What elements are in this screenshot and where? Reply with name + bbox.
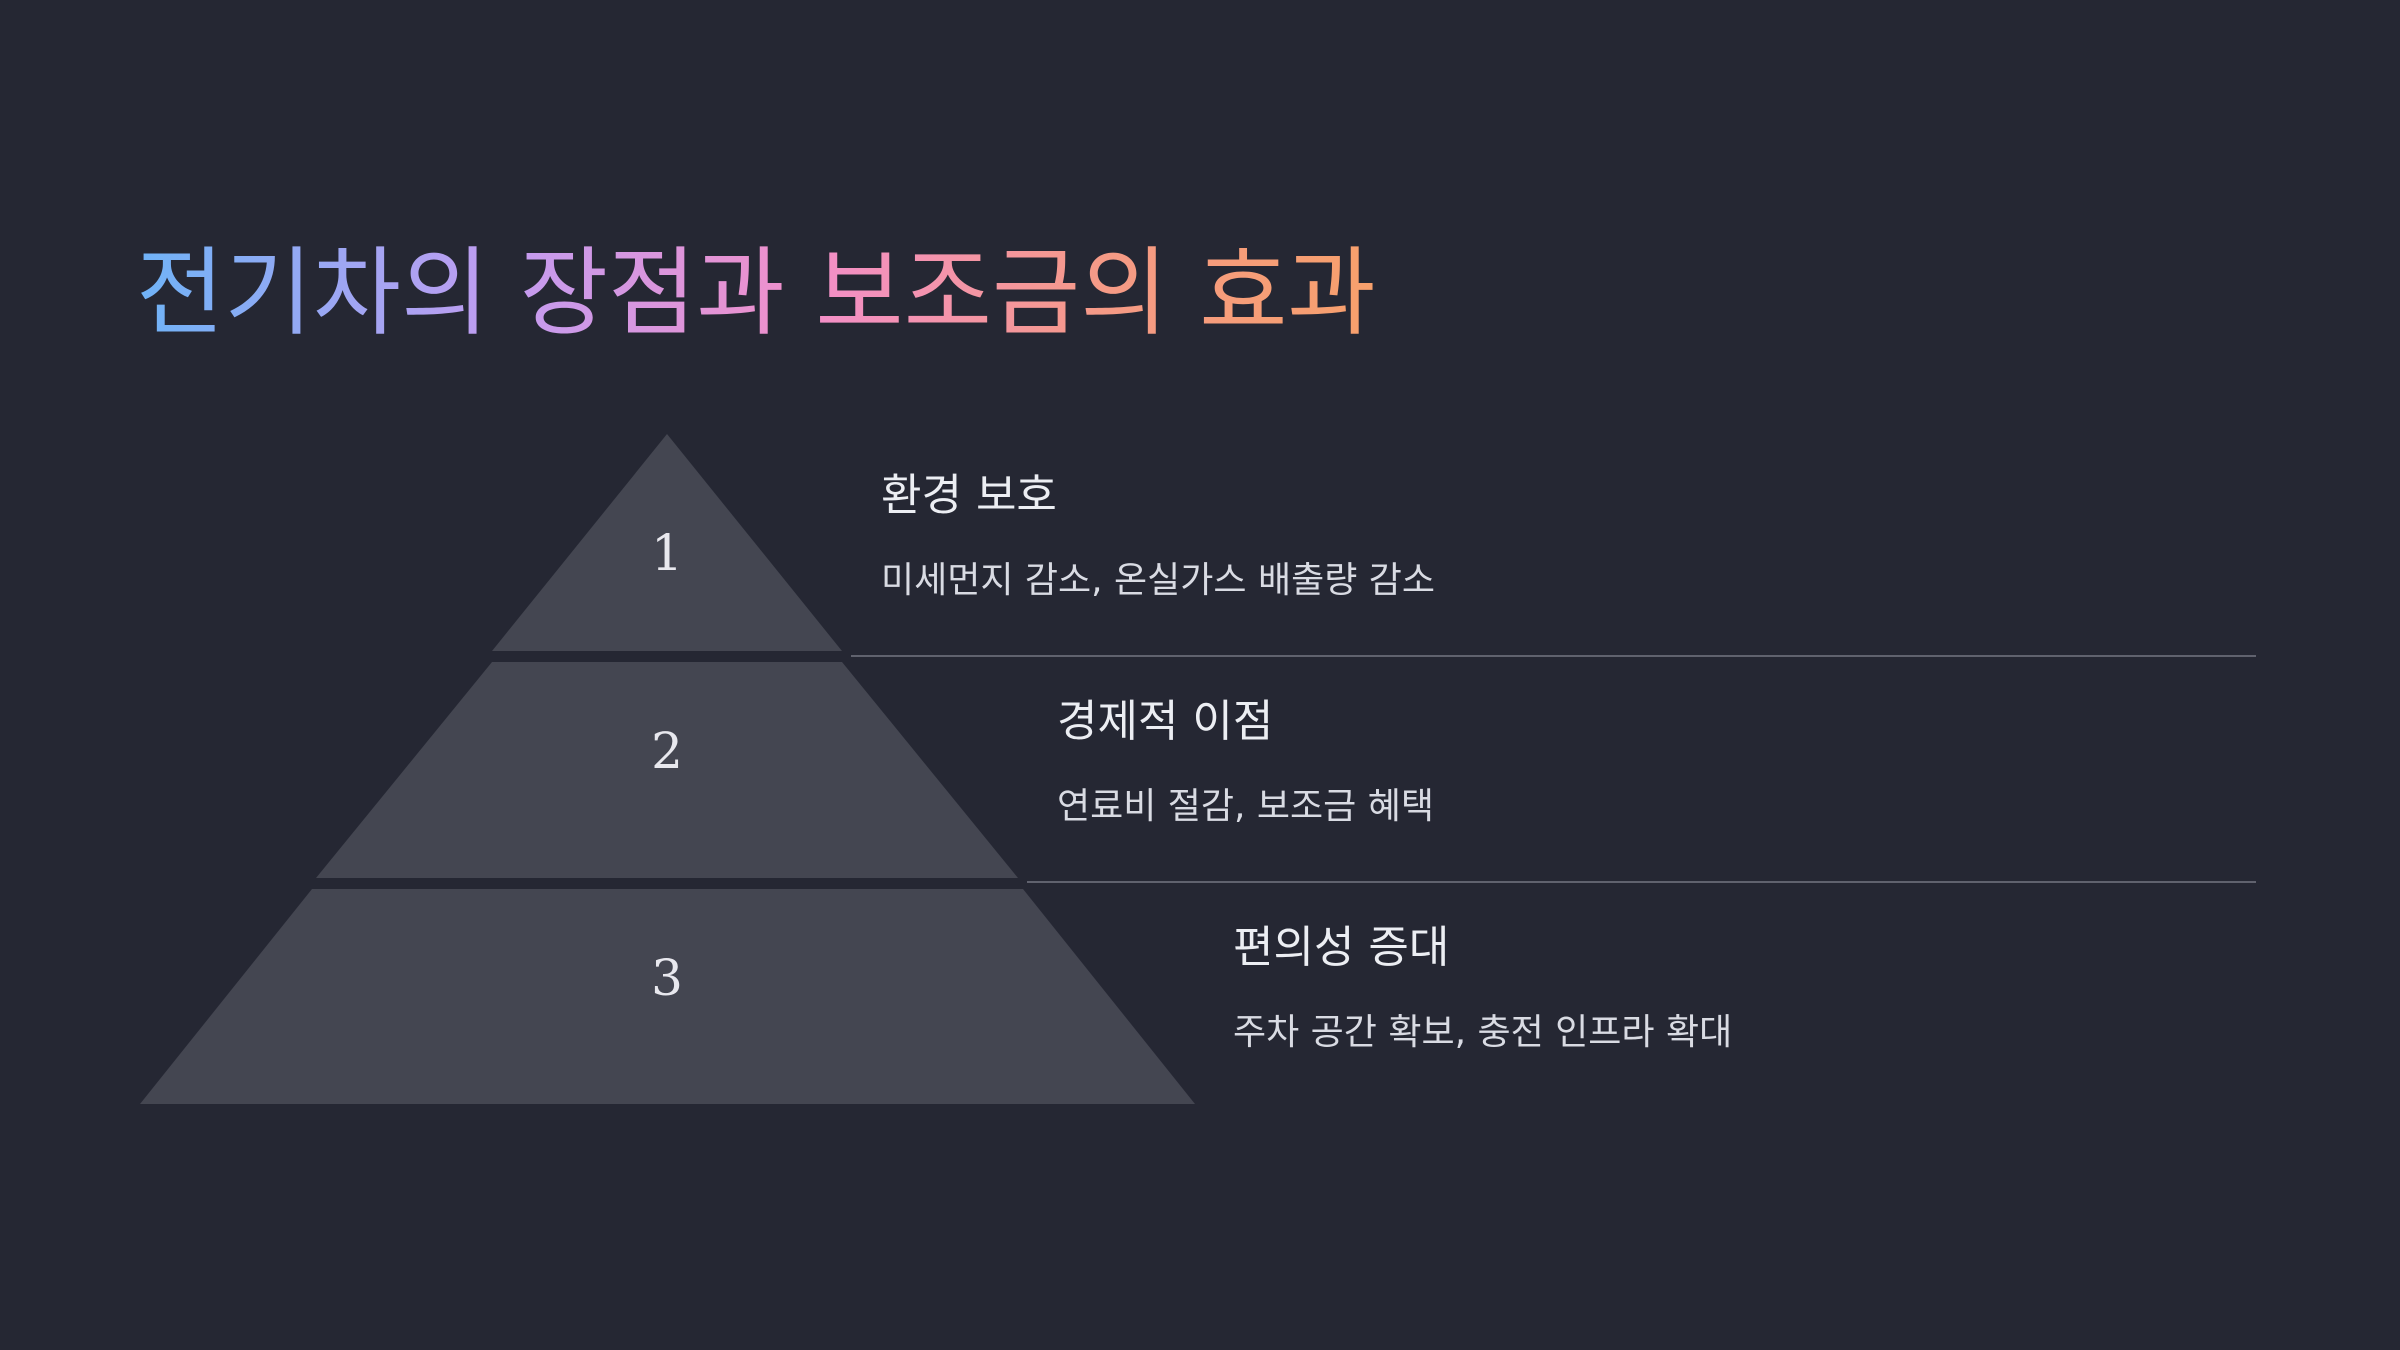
pyramid-level-2 <box>316 662 1018 878</box>
divider-1 <box>851 655 2256 657</box>
slide-title: 전기차의 장점과 보조금의 효과 <box>136 236 1376 351</box>
level-number-3: 3 <box>651 949 683 1007</box>
level-2-description: 연료비 절감, 보조금 혜택 <box>1057 785 1434 827</box>
level-3-heading: 편의성 증대 <box>1233 922 1450 973</box>
level-2-heading: 경제적 이점 <box>1057 696 1274 747</box>
level-1-heading: 환경 보호 <box>881 470 1057 521</box>
level-3-description: 주차 공간 확보, 충전 인프라 확대 <box>1233 1011 1733 1053</box>
level-number-2: 2 <box>651 722 683 780</box>
divider-2 <box>1027 881 2256 883</box>
pyramid-level-3 <box>140 889 1195 1104</box>
level-2-text: 경제적 이점 연료비 절감, 보조금 혜택 <box>1057 696 1434 828</box>
level-1-description: 미세먼지 감소, 온실가스 배출량 감소 <box>881 559 1436 601</box>
level-3-text: 편의성 증대 주차 공간 확보, 충전 인프라 확대 <box>1233 922 1732 1054</box>
pyramid-level-1 <box>492 434 842 651</box>
level-number-1: 1 <box>651 524 683 582</box>
level-1-text: 환경 보호 미세먼지 감소, 온실가스 배출량 감소 <box>881 470 1435 602</box>
